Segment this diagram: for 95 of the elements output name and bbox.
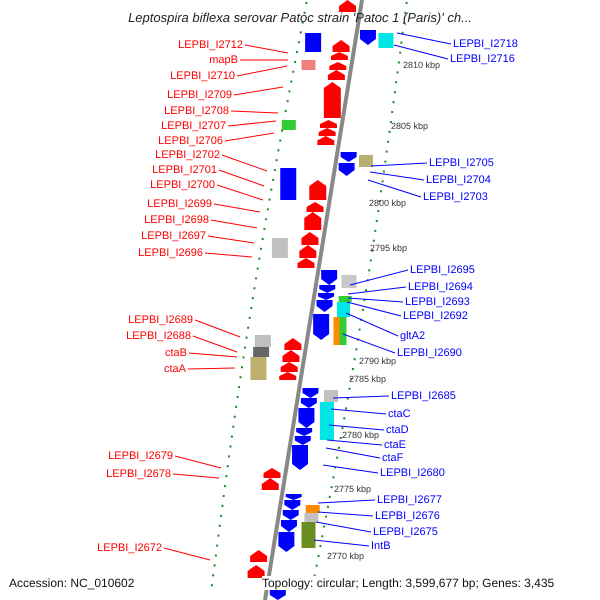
gene-label: ctaC bbox=[388, 408, 411, 420]
leader-line bbox=[188, 368, 236, 370]
leader-line bbox=[346, 312, 398, 336]
gene-label: LEPBI_I2703 bbox=[423, 191, 488, 203]
footer-text: Topology: circular; Length: 3,599,677 bp; Genes: 3,435 bbox=[262, 576, 554, 590]
gene-label: ctaE bbox=[384, 439, 406, 451]
gene-label: LEPBI_I2672 bbox=[97, 542, 162, 554]
leader-line bbox=[218, 170, 264, 186]
leader-line bbox=[236, 66, 288, 76]
leader-line bbox=[194, 320, 240, 338]
leader-line bbox=[204, 252, 252, 258]
gene-label: LEPBI_I2697 bbox=[141, 230, 206, 242]
leader-line bbox=[224, 132, 274, 142]
gene-label: LEPBI_I2689 bbox=[128, 314, 193, 326]
leader-line bbox=[370, 162, 428, 166]
gene-label: LEPBI_I2690 bbox=[397, 347, 462, 359]
scale-label: 2810 kbp bbox=[403, 60, 440, 70]
scale-label: 2795 kbp bbox=[370, 243, 408, 253]
scale-label: 2805 kbp bbox=[391, 121, 428, 131]
leader-line bbox=[370, 172, 424, 180]
leader-line bbox=[192, 336, 238, 352]
leader-line bbox=[222, 154, 268, 172]
scale-label: 2785 kbp bbox=[349, 374, 386, 384]
leader-line bbox=[348, 286, 406, 294]
leader-line bbox=[328, 424, 384, 430]
gene-label: LEPBI_I2695 bbox=[410, 264, 475, 276]
leader-line bbox=[350, 270, 408, 286]
gene-label: LEPBI_I2676 bbox=[375, 510, 440, 522]
leader-line bbox=[314, 540, 370, 546]
leader-line bbox=[322, 464, 378, 474]
gene-label: LEPBI_I2694 bbox=[408, 281, 473, 293]
gene-label: ctaF bbox=[382, 452, 404, 464]
scale-label: 2780 kbp bbox=[342, 430, 380, 440]
leader-line bbox=[174, 456, 222, 468]
gene-label: IntB bbox=[371, 540, 391, 552]
leader-line bbox=[228, 120, 276, 126]
gene-label: LEPBI_I2696 bbox=[138, 247, 203, 259]
gene-label: LEPBI_I2679 bbox=[108, 450, 173, 462]
gene-label: LEPBI_I2716 bbox=[450, 53, 515, 65]
scale-label: 2790 kbp bbox=[359, 356, 396, 366]
leader-line bbox=[342, 334, 396, 354]
gene-label: LEPBI_I2678 bbox=[106, 468, 171, 480]
leader-line bbox=[208, 236, 254, 244]
leader-line bbox=[318, 500, 376, 504]
scale-label: 2775 kbp bbox=[334, 484, 372, 494]
footer-text: Accession: NC_010602 bbox=[9, 576, 134, 590]
scale-label: 2800 kbp bbox=[369, 198, 406, 208]
gene-label: gltA2 bbox=[400, 330, 426, 342]
gene-label: LEPBI_I2708 bbox=[164, 105, 229, 117]
gene-label: LEPBI_I2701 bbox=[152, 164, 217, 176]
gene-label: mapB bbox=[209, 54, 238, 66]
gene-label: ctaB bbox=[164, 347, 187, 359]
leader-line bbox=[234, 86, 284, 96]
leader-line bbox=[172, 474, 220, 478]
gene-label: LEPBI_I2710 bbox=[170, 70, 235, 82]
leader-line bbox=[188, 352, 238, 358]
scale-label: 2770 kbp bbox=[327, 551, 364, 561]
gene-label: LEPBI_I2702 bbox=[155, 149, 220, 161]
gene-label: LEPBI_I2712 bbox=[178, 39, 243, 51]
gene-label: LEPBI_I2709 bbox=[167, 89, 232, 101]
gene-label: LEPBI_I2677 bbox=[377, 494, 442, 506]
leader-line bbox=[330, 408, 386, 414]
gene-label: LEPBI_I2699 bbox=[147, 198, 212, 210]
leader-line bbox=[216, 184, 264, 200]
leader-line bbox=[368, 180, 422, 198]
gene-label: LEPBI_I2675 bbox=[373, 526, 438, 538]
gene-label: LEPBI_I2700 bbox=[150, 179, 215, 191]
leader-line bbox=[214, 204, 260, 212]
leader-line bbox=[210, 220, 258, 228]
leader-line bbox=[326, 448, 380, 458]
gene-label: ctaD bbox=[386, 424, 409, 436]
leader-line bbox=[346, 302, 402, 316]
leader-line bbox=[164, 548, 210, 560]
gene-label: LEPBI_I2706 bbox=[158, 135, 223, 147]
gene-label: LEPBI_I2685 bbox=[391, 390, 456, 402]
leader-line bbox=[316, 522, 372, 532]
gene-label: LEPBI_I2688 bbox=[126, 330, 191, 342]
leader-line bbox=[318, 512, 374, 516]
gene-label: LEPBI_I2705 bbox=[429, 157, 494, 169]
leader-line bbox=[332, 396, 390, 398]
leader-line bbox=[394, 44, 448, 60]
leader-line bbox=[326, 440, 382, 446]
gene-label: LEPBI_I2698 bbox=[144, 214, 209, 226]
leader-line bbox=[348, 298, 404, 302]
gene-label: LEPBI_I2693 bbox=[405, 296, 470, 308]
gene-label: LEPBI_I2718 bbox=[453, 38, 518, 50]
leader-line bbox=[396, 32, 452, 44]
gene-label: ctaA bbox=[164, 363, 186, 375]
gene-label: LEPBI_I2692 bbox=[403, 310, 468, 322]
leader-line bbox=[230, 110, 278, 114]
gene-label: LEPBI_I2704 bbox=[426, 174, 491, 186]
gene-label: LEPBI_I2707 bbox=[161, 120, 226, 132]
gene-label: LEPBI_I2680 bbox=[380, 467, 445, 479]
map-title: Leptospira biflexa serovar Patoc strain 'Patoc 1 (Paris)' ch... bbox=[127, 10, 473, 26]
leader-line bbox=[244, 44, 288, 54]
